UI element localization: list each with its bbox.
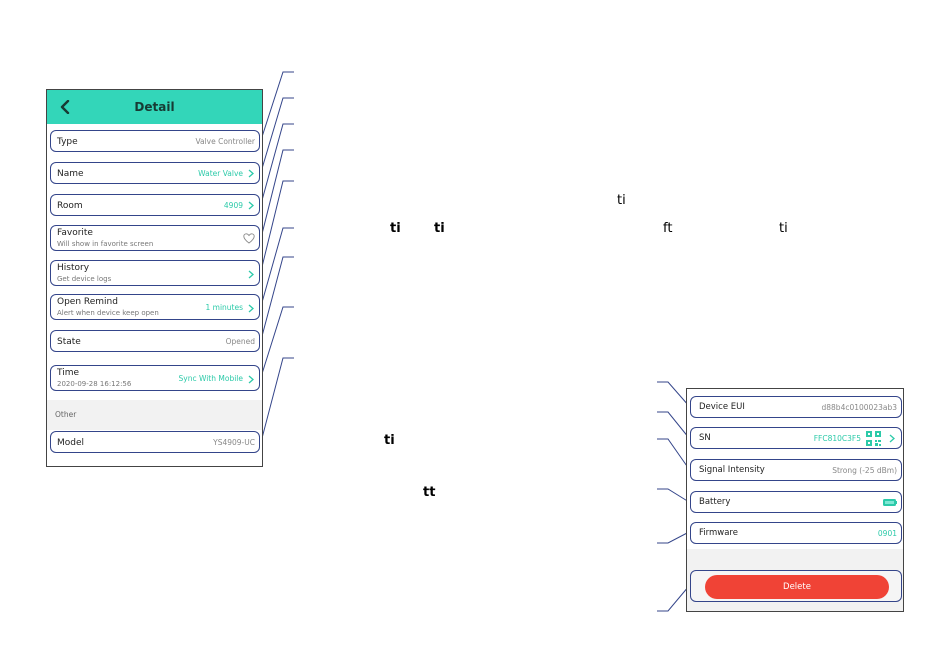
- firmware-label: Firmware: [699, 528, 738, 538]
- callout-line-room: [260, 123, 294, 205]
- signal-intensity-value: Strong (-25 dBm): [832, 466, 897, 475]
- chevron-right-icon: [248, 201, 254, 210]
- page-title: Detail: [134, 100, 175, 114]
- detail-screen-continued: Device EUI d88b4c0100023ab3 SN FFC810C3F…: [686, 388, 904, 612]
- battery-label: Battery: [699, 497, 731, 507]
- text-fragment: ti: [617, 193, 626, 208]
- chevron-right-icon: [889, 434, 895, 443]
- sn-label: SN: [699, 433, 711, 443]
- battery-icon: [883, 499, 897, 506]
- chevron-right-icon: [248, 375, 254, 384]
- model-label: Model: [57, 438, 85, 448]
- state-value: Opened: [225, 337, 255, 346]
- type-row: Type Valve Controller: [50, 130, 260, 152]
- open-remind-label: Open Remind: [57, 297, 118, 307]
- text-fragment: ti: [384, 433, 395, 448]
- time-row[interactable]: Time 2020-09-28 16:12:56 Sync With Mobil…: [50, 365, 260, 391]
- text-fragment: ti: [434, 221, 445, 236]
- callout-line-type: [260, 71, 294, 141]
- callout-line-delete: [657, 585, 690, 612]
- callout-line-open-remind: [260, 227, 294, 307]
- device-eui-row: Device EUI d88b4c0100023ab3: [690, 396, 902, 418]
- model-row: Model YS4909-UC: [50, 431, 260, 453]
- detail-header: Detail: [47, 90, 262, 124]
- callout-line-favorite: [260, 149, 294, 239]
- chevron-right-icon: [248, 304, 254, 313]
- callout-line-signal: [657, 438, 690, 470]
- room-row[interactable]: Room 4909: [50, 194, 260, 216]
- device-eui-label: Device EUI: [699, 402, 745, 412]
- signal-intensity-row: Signal Intensity Strong (-25 dBm): [690, 459, 902, 481]
- delete-button[interactable]: Delete: [705, 575, 889, 599]
- callout-line-model: [260, 357, 294, 443]
- callout-line-firmware: [657, 531, 690, 544]
- callout-line-sn: [657, 411, 690, 439]
- favorite-row: Favorite Will show in favorite screen: [50, 225, 260, 251]
- text-fragment: ti: [779, 221, 788, 236]
- state-label: State: [57, 337, 81, 347]
- qr-code-icon[interactable]: [866, 431, 881, 446]
- open-remind-sub: Alert when device keep open: [57, 309, 159, 317]
- type-value: Valve Controller: [195, 137, 255, 146]
- name-row[interactable]: Name Water Valve: [50, 162, 260, 184]
- room-label: Room: [57, 201, 83, 211]
- battery-row: Battery: [690, 491, 902, 513]
- callout-line-name: [260, 97, 294, 173]
- name-label: Name: [57, 169, 84, 179]
- chevron-right-icon: [248, 270, 254, 279]
- callout-line-history: [260, 180, 294, 272]
- chevron-right-icon: [248, 169, 254, 178]
- firmware-row: Firmware 0901: [690, 522, 902, 544]
- open-remind-value: 1 minutes: [205, 303, 243, 312]
- sn-value: FFC810C3F5: [813, 434, 861, 443]
- firmware-value: 0901: [877, 529, 897, 538]
- open-remind-row[interactable]: Open Remind Alert when device keep open …: [50, 294, 260, 320]
- history-label: History: [57, 263, 90, 273]
- text-fragment: ft: [663, 221, 673, 236]
- signal-intensity-label: Signal Intensity: [699, 465, 765, 475]
- text-fragment: ti: [390, 221, 401, 236]
- time-label: Time: [57, 368, 80, 378]
- device-eui-value: d88b4c0100023ab3: [821, 403, 898, 412]
- type-label: Type: [57, 137, 78, 147]
- history-row[interactable]: History Get device logs: [50, 260, 260, 286]
- callout-line-battery: [657, 488, 690, 503]
- delete-row: Delete: [690, 570, 902, 602]
- callout-line-time: [260, 306, 294, 378]
- callout-line-state: [260, 256, 294, 341]
- time-value: Sync With Mobile: [178, 374, 243, 383]
- sn-row[interactable]: SN FFC810C3F5: [690, 427, 902, 449]
- name-value: Water Valve: [198, 169, 243, 178]
- callout-line-device-eui: [657, 381, 690, 407]
- model-value: YS4909-UC: [213, 438, 255, 447]
- text-fragment: tt: [423, 485, 436, 500]
- heart-outline-icon[interactable]: [243, 233, 255, 244]
- detail-screen: Detail Type Valve Controller Name Water …: [46, 89, 263, 467]
- state-row: State Opened: [50, 330, 260, 352]
- chevron-left-icon[interactable]: [59, 100, 71, 114]
- favorite-label: Favorite: [57, 228, 93, 238]
- history-sub: Get device logs: [57, 275, 112, 283]
- section-other: Other: [47, 400, 262, 430]
- section-other-label: Other: [55, 410, 77, 419]
- time-sub: 2020-09-28 16:12:56: [57, 380, 132, 388]
- favorite-sub: Will show in favorite screen: [57, 240, 154, 248]
- room-value: 4909: [223, 201, 243, 210]
